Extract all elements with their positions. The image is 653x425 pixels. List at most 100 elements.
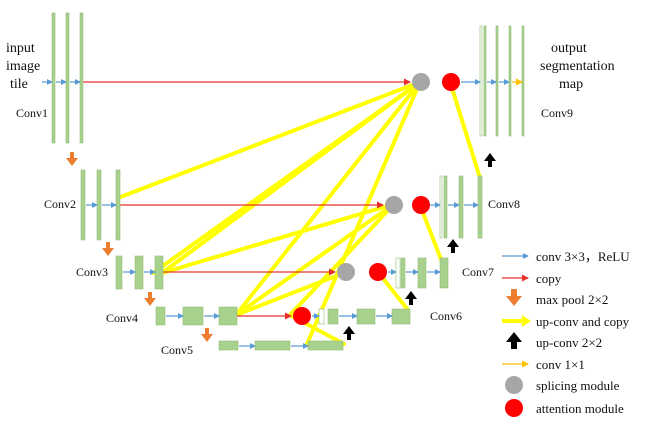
feature-map-conv9-c xyxy=(495,25,499,137)
feature-map-conv4-b xyxy=(182,306,204,326)
feature-map-conv6-b xyxy=(327,308,339,325)
input-label-line-2: image xyxy=(6,59,40,74)
feature-map-conv9-a xyxy=(479,25,483,137)
output-label-line-2: segmentation xyxy=(540,59,615,74)
feature-map-conv5-a xyxy=(218,340,239,351)
legend-label: max pool 2×2 xyxy=(536,292,608,307)
yellow-line-conv3-to-top-b xyxy=(160,80,422,275)
yellow-line-conv3-to-conv8 xyxy=(160,202,396,275)
maxpool-arrow-1 xyxy=(66,152,78,166)
legend-label: splicing module xyxy=(536,378,620,393)
legend-item-upconv-copy: up-conv and copy xyxy=(502,314,630,329)
legend-yellow-arrowhead-icon xyxy=(522,315,531,327)
feature-map-conv6-d xyxy=(391,308,411,325)
output-label-line-3: map xyxy=(559,77,583,92)
legend-item-upconv: up-conv 2×2 xyxy=(506,332,602,350)
modules xyxy=(293,73,460,325)
feature-map-conv4-c xyxy=(218,306,238,326)
feature-map-conv7-d xyxy=(439,257,449,289)
upconv-arrow-4 xyxy=(484,153,496,167)
legend-red-circle-icon xyxy=(505,399,523,417)
input-label-line-3: tile xyxy=(10,77,28,92)
label-conv9: Conv9 xyxy=(541,106,573,120)
feature-map-conv7-a xyxy=(395,257,401,289)
attention-module-1 xyxy=(442,73,460,91)
conv-arrows xyxy=(42,79,510,349)
feature-map-conv8-a xyxy=(439,175,443,239)
maxpool-arrows xyxy=(66,152,213,342)
legend-item-attention: attention module xyxy=(505,399,624,417)
maxpool-arrow-4 xyxy=(201,328,213,342)
legend: conv 3×3，ReLU copy max pool 2×2 up-conv … xyxy=(502,249,630,417)
feature-map-conv7-b xyxy=(400,257,406,289)
label-conv2: Conv2 xyxy=(44,197,76,211)
yellow-line-conv5-to-top xyxy=(305,80,422,346)
feature-map-conv3-b xyxy=(134,255,144,290)
attention-module-2 xyxy=(412,196,430,214)
attention-module-3 xyxy=(369,263,387,281)
splicing-module-3 xyxy=(337,263,355,281)
yellow-line-conv5-to-conv8 xyxy=(288,202,396,317)
feature-map-conv8-c xyxy=(458,175,464,239)
feature-map-conv6-a xyxy=(318,308,325,325)
upconv-copy-lines xyxy=(116,80,482,346)
feature-map-conv8-d xyxy=(477,175,483,239)
legend-label: conv 3×3，ReLU xyxy=(536,249,630,264)
label-conv1: Conv1 xyxy=(16,106,48,120)
feature-map-conv1-a xyxy=(51,12,56,144)
legend-item-maxpool: max pool 2×2 xyxy=(506,289,608,307)
legend-label: up-conv 2×2 xyxy=(536,335,602,350)
legend-label: attention module xyxy=(536,401,624,416)
feature-map-conv9-b xyxy=(483,25,487,137)
upconv-arrow-1 xyxy=(343,326,355,340)
feature-map-conv2-b xyxy=(96,169,102,241)
yellow-line-conv4-to-conv7 xyxy=(234,270,348,317)
upconv-arrow-2 xyxy=(405,291,417,305)
labels: input image tile output segmentation map… xyxy=(6,41,615,357)
legend-item-conv3x3: conv 3×3，ReLU xyxy=(502,249,630,264)
legend-label: copy xyxy=(536,271,562,286)
feature-map-conv3-c xyxy=(154,255,164,290)
feature-maps xyxy=(51,12,525,351)
copy-arrows xyxy=(74,78,411,320)
input-label-line-1: input xyxy=(6,41,35,56)
feature-map-conv3-a xyxy=(115,255,123,290)
yellow-line-conv4-to-conv8 xyxy=(234,202,396,317)
attention-module-4 xyxy=(293,307,311,325)
label-conv5: Conv5 xyxy=(161,343,193,357)
legend-orange-down-arrow-icon xyxy=(506,289,522,306)
maxpool-arrow-2 xyxy=(102,242,114,256)
feature-map-conv9-e xyxy=(521,25,525,137)
feature-map-conv4-a xyxy=(155,306,166,326)
legend-gray-circle-icon xyxy=(505,376,523,394)
feature-map-conv1-c xyxy=(79,12,84,144)
feature-map-conv9-d xyxy=(508,25,512,137)
feature-map-conv5-b xyxy=(254,340,291,351)
legend-item-splicing: splicing module xyxy=(505,376,620,394)
label-conv3: Conv3 xyxy=(76,265,108,279)
maxpool-arrow-3 xyxy=(144,292,156,306)
feature-map-conv6-c xyxy=(356,308,376,325)
upconv-arrow-3 xyxy=(447,239,459,253)
label-conv8: Conv8 xyxy=(488,197,520,211)
feature-map-conv7-c xyxy=(417,257,427,289)
feature-map-conv2-a xyxy=(80,169,86,241)
legend-label: conv 1×1 xyxy=(536,357,585,372)
upconv-arrows xyxy=(343,153,496,340)
legend-black-up-arrow-icon xyxy=(506,332,522,349)
feature-map-conv1-b xyxy=(65,12,70,144)
label-conv7: Conv7 xyxy=(462,265,494,279)
yellow-line-conv2-to-top xyxy=(116,80,422,200)
yellow-line-conv7-to-att xyxy=(418,203,444,264)
legend-item-conv1x1: conv 1×1 xyxy=(502,357,585,372)
feature-map-conv8-b xyxy=(443,175,448,239)
legend-label: up-conv and copy xyxy=(536,314,630,329)
legend-item-copy: copy xyxy=(502,271,562,286)
output-label-line-1: output xyxy=(551,41,587,56)
feature-map-conv5-c xyxy=(307,340,344,351)
splicing-module-1 xyxy=(412,73,430,91)
yellow-line-conv8-to-att xyxy=(449,83,482,180)
feature-map-conv2-c xyxy=(115,169,121,241)
splicing-module-2 xyxy=(385,196,403,214)
